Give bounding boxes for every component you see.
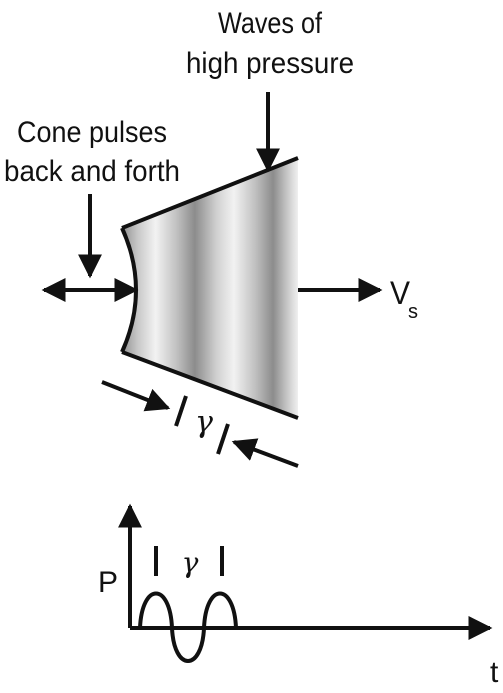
graph-x-axis-label: t	[490, 656, 499, 689]
pressure-wave-region	[122, 158, 298, 418]
waves-label-line2: high pressure	[186, 47, 354, 80]
wavelength-arrow-left	[101, 380, 171, 412]
pressure-time-graph: P t γ	[98, 503, 499, 689]
pressure-wave-curve	[138, 591, 238, 663]
velocity-subscript: s	[408, 301, 418, 323]
graph-wavelength-symbol: γ	[182, 546, 199, 579]
wavelength-arrow-right	[231, 438, 299, 468]
cone-label-line2: back and forth	[4, 155, 180, 188]
waves-label-line1: Waves of	[218, 7, 323, 40]
wavelength-symbol: γ	[195, 405, 213, 440]
velocity-label: V	[390, 275, 411, 311]
lower-boundary-line	[121, 350, 299, 420]
graph-y-axis-label: P	[98, 566, 118, 599]
cone-label-line1: Cone pulses	[17, 116, 167, 149]
wavelength-tick-left	[174, 395, 188, 427]
wavelength-tick-right	[216, 423, 230, 455]
